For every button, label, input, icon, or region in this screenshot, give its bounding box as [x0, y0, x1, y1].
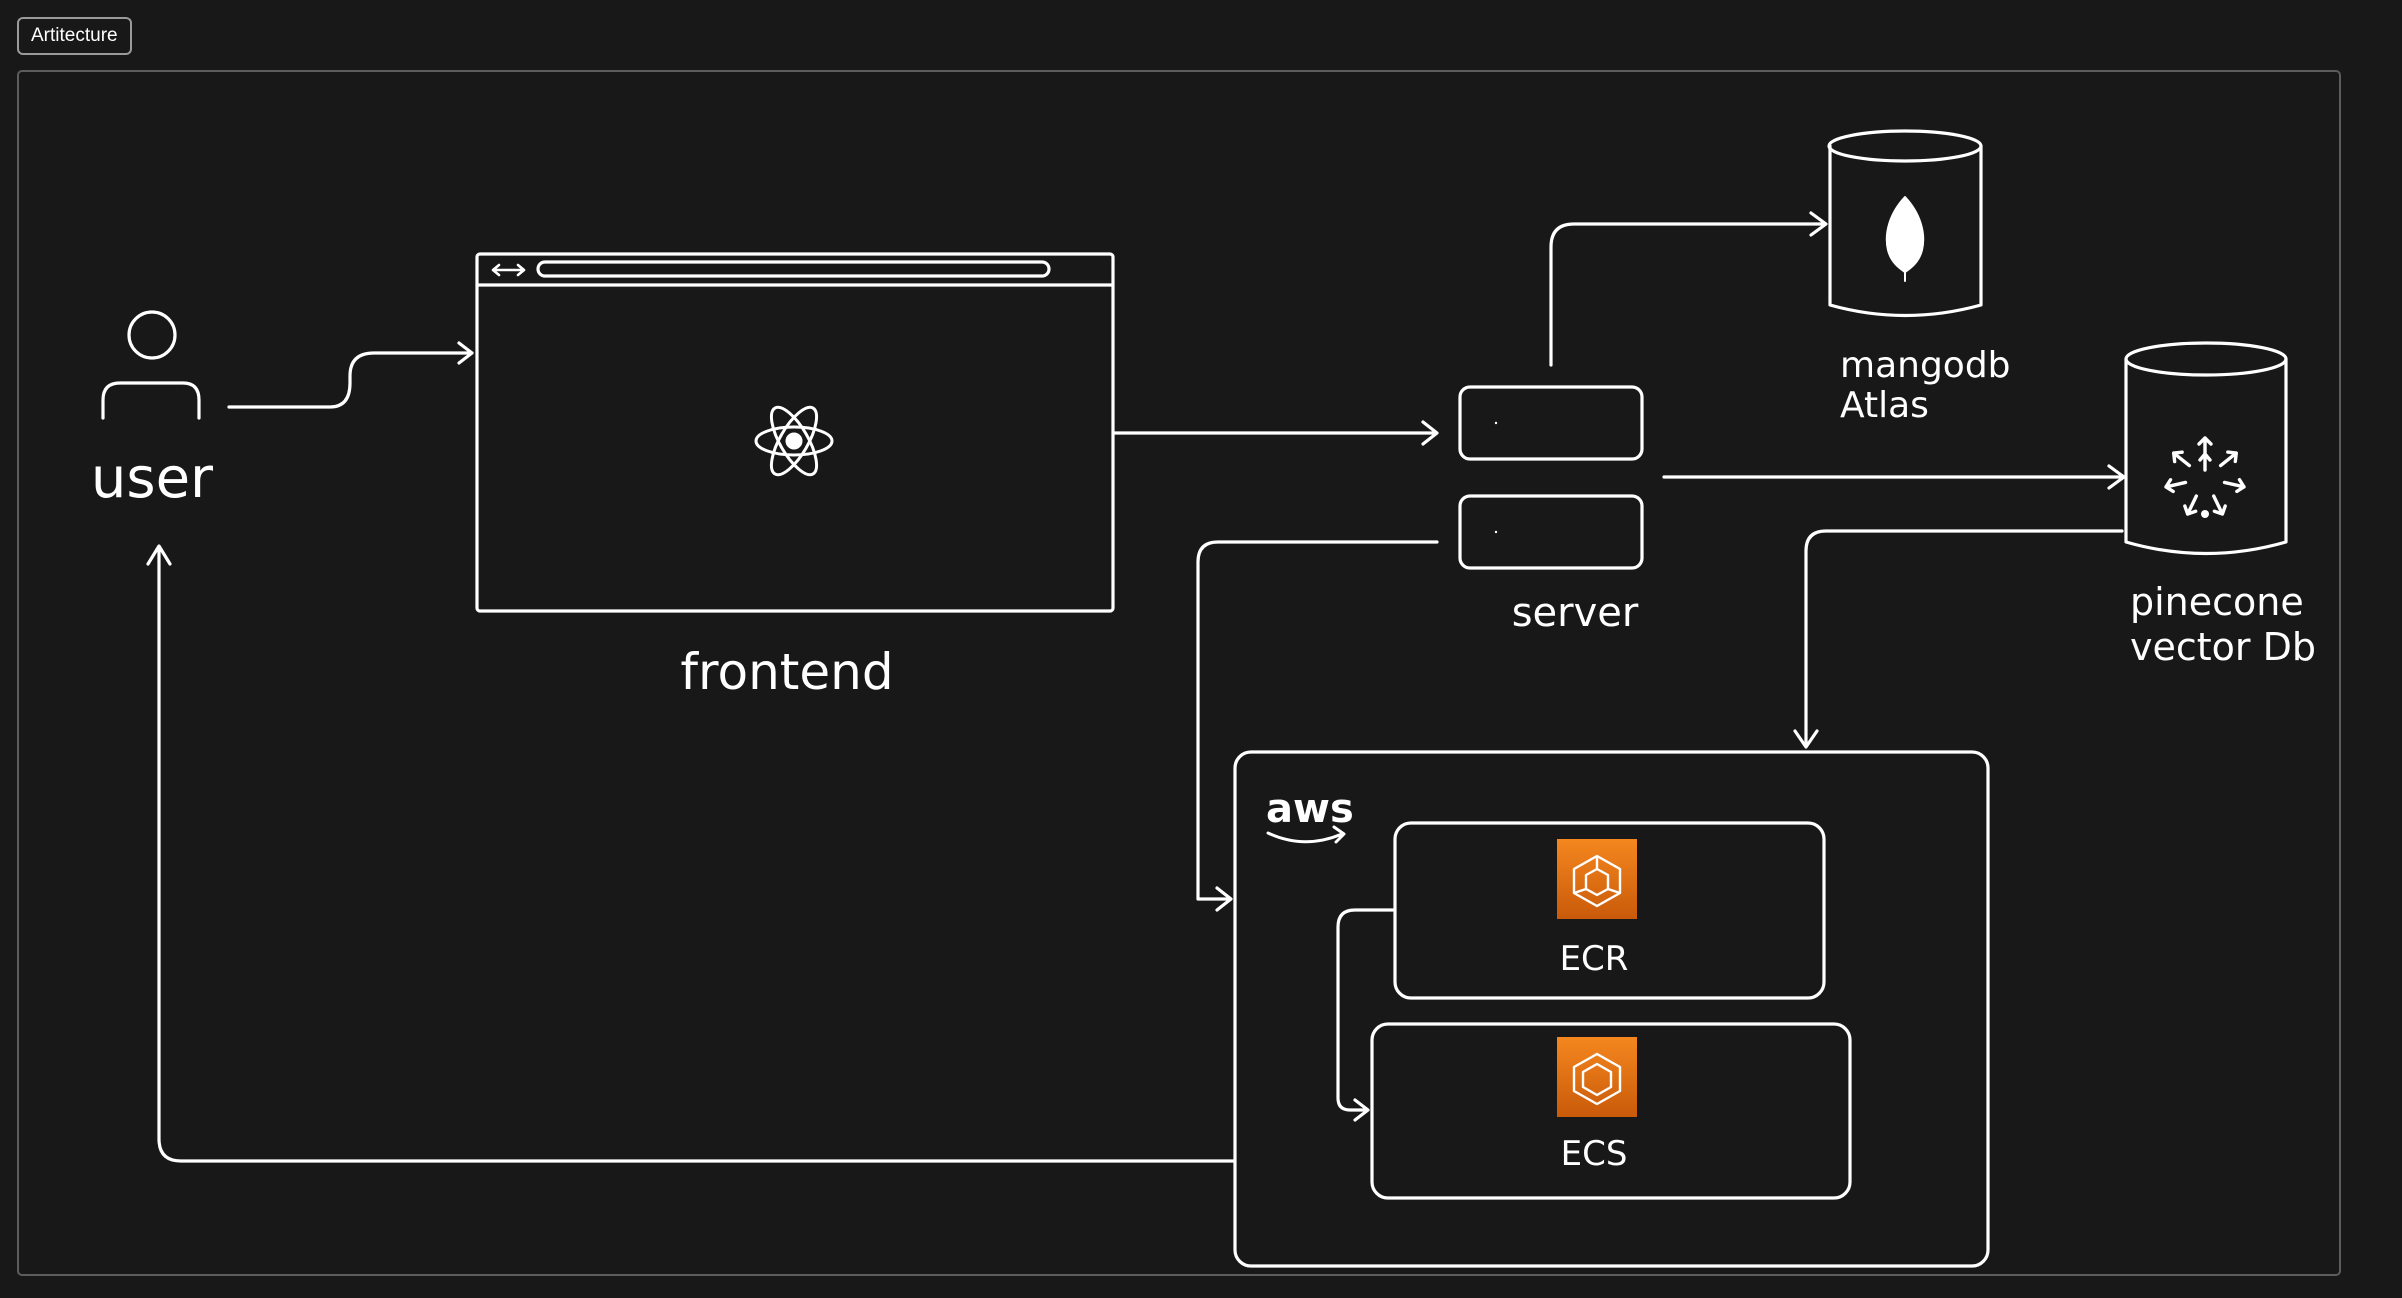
pinecone-label-line2: vector Db	[2130, 625, 2316, 669]
ecs-icon	[1557, 1037, 1637, 1117]
mongodb-database[interactable]	[1827, 129, 1983, 318]
arrow-pinecone-to-aws	[1793, 529, 2124, 749]
arrow-frontend-to-server	[1113, 420, 1439, 446]
frontend-browser-window[interactable]	[475, 252, 1115, 613]
ecr-icon	[1557, 839, 1637, 919]
server-node[interactable]	[1458, 385, 1644, 570]
aws-cloud-container[interactable]	[1233, 750, 1990, 1268]
arrow-aws-to-user	[146, 544, 1235, 1163]
ecr-label: ECR	[1560, 939, 1629, 979]
frame-title-tab[interactable]: Artitecture	[17, 17, 132, 55]
arrow-server-to-mongodb	[1549, 211, 1828, 367]
user-label: user	[91, 446, 214, 511]
server-instance-1	[1458, 385, 1644, 461]
ecr-service-box[interactable]	[1393, 821, 1826, 1000]
ecs-service-box[interactable]	[1370, 1022, 1852, 1200]
arrow-server-to-aws	[1196, 540, 1439, 912]
frame-border	[17, 70, 2341, 1276]
mongodb-label-line1: mangodb	[1840, 345, 2011, 386]
arrow-server-to-pinecone	[1662, 464, 2126, 490]
server-instance-2	[1458, 494, 1644, 570]
aws-smile	[1266, 825, 1346, 844]
react-icon	[754, 405, 834, 477]
nav-arrows-icon	[491, 263, 526, 277]
mongodb-leaf-icon	[1885, 196, 1925, 282]
arrow-ecr-to-ecs	[1336, 908, 1395, 1122]
arrow-user-to-frontend	[227, 341, 474, 409]
pinecone-icon	[2164, 436, 2246, 518]
address-bar	[536, 260, 1051, 278]
frontend-label: frontend	[680, 643, 893, 701]
user-icon[interactable]	[101, 310, 201, 420]
pinecone-database[interactable]	[2124, 341, 2288, 556]
aws-logo-icon: aws	[1266, 786, 1354, 832]
ecs-label: ECS	[1561, 1134, 1628, 1174]
server-label: server	[1512, 590, 1639, 636]
mongodb-label-line2: Atlas	[1840, 385, 1929, 426]
pinecone-label-line1: pinecone	[2130, 580, 2304, 624]
